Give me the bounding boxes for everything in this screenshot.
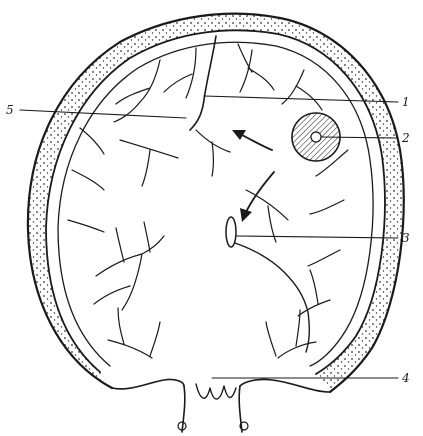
ventricle-oval: [226, 217, 236, 247]
callout-label-3: 3: [402, 231, 410, 245]
vessel-left-lower: [96, 222, 164, 276]
vessel-right-lower: [298, 270, 330, 316]
vessel-top-mid: [164, 48, 196, 98]
vessel-center-left: [120, 140, 178, 186]
brainstem-region: [112, 379, 330, 432]
brainstem-left: [182, 386, 185, 432]
lesion-inner-core: [311, 132, 321, 142]
flow-arrow-lower-head: [240, 208, 252, 222]
callout-label-2: 2: [401, 131, 410, 145]
callout-label-4: 4: [401, 371, 410, 385]
vessel-top-right: [238, 44, 274, 92]
vessel-bottom-left: [108, 308, 160, 358]
callout-label-5: 5: [6, 103, 14, 117]
foramen-right-edge: [240, 379, 330, 392]
vessel-left-side: [68, 128, 104, 232]
vessel-upper-right: [282, 70, 322, 110]
skull-bone: [28, 14, 404, 392]
leader-lines: [20, 96, 398, 378]
dura-contour: [58, 42, 373, 366]
vessel-center: [196, 130, 230, 176]
falx-line: [190, 36, 216, 130]
callout-label-1: 1: [402, 95, 410, 109]
vessel-center-right: [246, 190, 288, 242]
foramen-left-edge: [112, 379, 184, 388]
brainstem-folds: [196, 384, 236, 399]
leader-line-3: [236, 236, 398, 238]
flow-arrow-upper: [240, 134, 272, 150]
leader-line-5: [20, 110, 186, 118]
vessel-right-side: [308, 150, 348, 266]
